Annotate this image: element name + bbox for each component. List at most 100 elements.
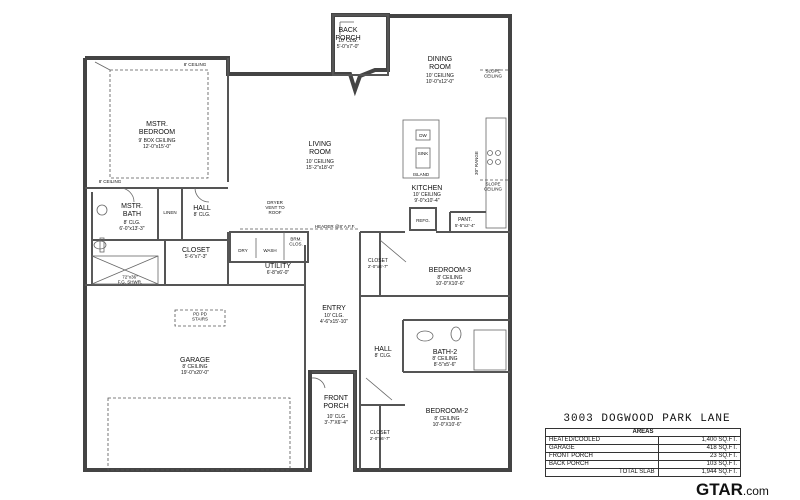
area-label: GARAGE xyxy=(545,444,659,453)
svg-text:10' CLG: 10' CLG xyxy=(327,414,345,420)
svg-text:9' BOX CEILING: 9' BOX CEILING xyxy=(138,138,175,144)
svg-text:8' CLG.: 8' CLG. xyxy=(375,353,392,359)
ceiling-line xyxy=(94,61,111,71)
area-value: 23 SQ.FT. xyxy=(657,452,742,461)
svg-text:10'-0"X10'-6": 10'-0"X10'-6" xyxy=(433,422,462,428)
svg-text:CLOSET: CLOSET xyxy=(182,247,211,254)
svg-text:15'-2"x18'-0": 15'-2"x18'-0" xyxy=(306,165,334,171)
burner-icon xyxy=(495,159,501,165)
note-header: HEADER @8' A.F.F. xyxy=(315,224,355,229)
svg-text:BEDROOM-2: BEDROOM-2 xyxy=(426,408,469,415)
kitchen-island xyxy=(402,119,440,179)
shower-x xyxy=(91,255,159,285)
sink xyxy=(415,147,431,169)
note-broom-closet: BRM.CLOS. xyxy=(289,237,303,247)
table-row: HEATED/COOLED 1,400 SQ.FT. xyxy=(545,436,742,445)
svg-text:12'-0"x15'-0": 12'-0"x15'-0" xyxy=(143,144,171,150)
svg-text:HALL: HALL xyxy=(193,205,211,212)
note-linen: LINEN xyxy=(163,210,176,215)
note-sink: SINK xyxy=(418,151,429,156)
dishwasher xyxy=(415,129,431,141)
label-closet-2: CLOSET 2'-0"x6'-7" xyxy=(370,430,391,441)
property-title: 3003 DOGWOOD PARK LANE xyxy=(563,413,731,425)
label-kitchen: KITCHEN 10' CEILING 9'-0"x10'-4" xyxy=(412,185,443,204)
total-value: 1,944 SQ.FT. xyxy=(657,468,742,477)
logo-suffix: .com xyxy=(742,484,769,498)
svg-text:CLOSET: CLOSET xyxy=(368,258,388,264)
total-row: TOTAL SLAB 1,944 SQ.FT. xyxy=(545,468,742,477)
utility-block xyxy=(229,231,309,263)
burner-icon xyxy=(487,159,493,165)
svg-text:6'-8"x6'-0": 6'-8"x6'-0" xyxy=(267,270,290,276)
label-hall-1: HALL 8' CLG. xyxy=(193,205,211,218)
svg-text:BATH-2: BATH-2 xyxy=(433,349,457,356)
label-master-bath: MSTR.BATH 8' CLG. 6'-0"x13'-3" xyxy=(119,203,144,232)
svg-text:10' CEILING: 10' CEILING xyxy=(413,192,441,198)
total-label: TOTAL SLAB xyxy=(545,468,659,477)
pull-down-stairs xyxy=(174,309,226,327)
note-shower: 72"x36"F.G. SHWR. xyxy=(118,275,143,285)
note-ceiling: 8' CEILING xyxy=(184,62,207,67)
toilet-icon xyxy=(450,326,462,342)
svg-text:10' CEILING: 10' CEILING xyxy=(306,159,334,165)
svg-text:5'-0"x7'-0": 5'-0"x7'-0" xyxy=(337,44,360,50)
svg-text:PANT.: PANT. xyxy=(458,217,472,223)
areas-header-row: AREAS xyxy=(545,428,741,437)
area-label: HEATED/COOLED xyxy=(545,436,659,445)
svg-text:10' CLG.: 10' CLG. xyxy=(338,38,358,44)
svg-text:8'-5"x5'-6": 8'-5"x5'-6" xyxy=(434,362,457,368)
burner-icon xyxy=(495,150,501,156)
back-porch-outline xyxy=(332,14,389,76)
door-swing xyxy=(311,377,326,389)
svg-text:6'-0"x13'-3": 6'-0"x13'-3" xyxy=(119,226,144,232)
svg-text:2'-0"x6'-7": 2'-0"x6'-7" xyxy=(370,436,391,441)
svg-text:8' CEILING: 8' CEILING xyxy=(437,275,462,281)
svg-text:8' CLG.: 8' CLG. xyxy=(124,220,141,226)
svg-text:CLOSET: CLOSET xyxy=(370,430,390,436)
note-ceiling: 8' CEILING xyxy=(99,179,122,184)
svg-text:8' CEILING: 8' CEILING xyxy=(432,356,457,362)
svg-text:10' CLG.: 10' CLG. xyxy=(324,313,344,319)
areas-header: AREAS xyxy=(545,428,741,437)
area-value: 418 SQ.FT. xyxy=(657,444,742,453)
svg-text:19'-0"x20'-0": 19'-0"x20'-0" xyxy=(181,370,209,376)
label-hall-2: HALL 8' CLG. xyxy=(374,346,392,359)
bathtub xyxy=(473,329,507,371)
counter xyxy=(485,117,507,229)
table-row: GARAGE 418 SQ.FT. xyxy=(545,444,742,453)
logo-main: GTAR xyxy=(696,480,743,499)
label-master-closet: CLOSET 5'-6"x7'-3" xyxy=(182,247,211,260)
toilet-tank xyxy=(99,237,105,253)
burner-icon xyxy=(487,150,493,156)
svg-text:9'-0"x10'-4": 9'-0"x10'-4" xyxy=(414,198,439,204)
note-range: 30" RANGE xyxy=(474,151,479,175)
areas-table: AREAS HEATED/COOLED 1,400 SQ.FT. GARAGE … xyxy=(545,428,742,477)
sink-icon xyxy=(416,330,434,342)
svg-text:3'-7"X6'-4": 3'-7"X6'-4" xyxy=(324,420,347,426)
svg-text:KITCHEN: KITCHEN xyxy=(412,185,443,192)
svg-text:10'-0"X10'-6": 10'-0"X10'-6" xyxy=(436,281,465,287)
label-master-bedroom: MSTR.BEDROOM 9' BOX CEILING 12'-0"x15'-0… xyxy=(138,121,175,150)
area-value: 1,400 SQ.FT. xyxy=(657,436,742,445)
gtar-logo: GTAR.com xyxy=(696,480,769,500)
note-washer: WASH xyxy=(263,248,276,253)
svg-text:ENTRY: ENTRY xyxy=(322,305,346,312)
svg-text:10'-0"x12'-0": 10'-0"x12'-0" xyxy=(426,79,454,85)
label-bedroom-2: BEDROOM-2 8' CEILING 10'-0"X10'-6" xyxy=(426,408,469,428)
svg-text:MSTR.BATH: MSTR.BATH xyxy=(121,203,143,218)
note-dishwasher: DW xyxy=(419,133,427,138)
door-swing xyxy=(119,187,135,203)
label-pantry: PANT. 5'-5"x2'-4" xyxy=(455,217,476,228)
svg-text:8' CEILING: 8' CEILING xyxy=(182,364,207,370)
svg-text:MSTR.BEDROOM: MSTR.BEDROOM xyxy=(139,121,175,136)
